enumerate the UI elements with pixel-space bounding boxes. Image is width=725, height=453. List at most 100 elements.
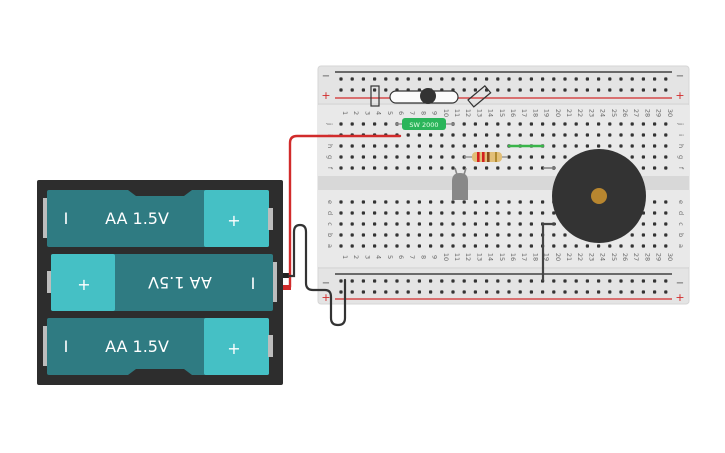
terminal-hole[interactable] [350, 200, 354, 204]
rail-hole[interactable] [361, 290, 365, 294]
terminal-hole[interactable] [384, 166, 388, 170]
rail-hole[interactable] [473, 77, 477, 81]
terminal-hole[interactable] [339, 233, 343, 237]
rail-hole[interactable] [485, 77, 489, 81]
rail-hole[interactable] [395, 77, 399, 81]
rail-hole[interactable] [641, 77, 645, 81]
terminal-hole[interactable] [395, 155, 399, 159]
rail-hole[interactable] [574, 279, 578, 283]
terminal-hole[interactable] [653, 244, 657, 248]
terminal-hole[interactable] [462, 133, 466, 137]
terminal-hole[interactable] [361, 144, 365, 148]
rail-hole[interactable] [541, 290, 545, 294]
rail-hole[interactable] [541, 77, 545, 81]
terminal-hole[interactable] [496, 211, 500, 215]
terminal-hole[interactable] [406, 144, 410, 148]
terminal-hole[interactable] [373, 222, 377, 226]
terminal-hole[interactable] [664, 122, 668, 126]
terminal-hole[interactable] [406, 233, 410, 237]
rail-hole[interactable] [563, 290, 567, 294]
terminal-hole[interactable] [507, 211, 511, 215]
terminal-hole[interactable] [417, 233, 421, 237]
terminal-hole[interactable] [653, 144, 657, 148]
terminal-hole[interactable] [574, 244, 578, 248]
terminal-hole[interactable] [630, 122, 634, 126]
terminal-hole[interactable] [350, 211, 354, 215]
terminal-hole[interactable] [373, 144, 377, 148]
terminal-hole[interactable] [552, 133, 556, 137]
rail-hole[interactable] [361, 88, 365, 92]
terminal-hole[interactable] [429, 222, 433, 226]
terminal-hole[interactable] [395, 200, 399, 204]
terminal-hole[interactable] [417, 133, 421, 137]
rail-hole[interactable] [496, 290, 500, 294]
green-resistor[interactable]: SW 2000 [395, 118, 455, 130]
terminal-hole[interactable] [440, 155, 444, 159]
rail-hole[interactable] [496, 279, 500, 283]
rail-hole[interactable] [585, 279, 589, 283]
rail-hole[interactable] [597, 88, 601, 92]
terminal-hole[interactable] [518, 233, 522, 237]
terminal-hole[interactable] [384, 122, 388, 126]
terminal-hole[interactable] [395, 244, 399, 248]
terminal-hole[interactable] [361, 166, 365, 170]
rail-hole[interactable] [630, 88, 634, 92]
terminal-hole[interactable] [462, 244, 466, 248]
terminal-hole[interactable] [485, 144, 489, 148]
rail-hole[interactable] [429, 279, 433, 283]
terminal-hole[interactable] [563, 155, 567, 159]
terminal-hole[interactable] [630, 155, 634, 159]
rail-hole[interactable] [529, 290, 533, 294]
terminal-hole[interactable] [440, 200, 444, 204]
rail-hole[interactable] [585, 88, 589, 92]
terminal-hole[interactable] [485, 211, 489, 215]
rail-hole[interactable] [608, 279, 612, 283]
terminal-hole[interactable] [384, 200, 388, 204]
terminal-hole[interactable] [373, 155, 377, 159]
terminal-hole[interactable] [350, 144, 354, 148]
terminal-hole[interactable] [406, 133, 410, 137]
black-wire[interactable] [288, 223, 347, 327]
terminal-hole[interactable] [417, 222, 421, 226]
terminal-hole[interactable] [373, 200, 377, 204]
rail-hole[interactable] [395, 279, 399, 283]
terminal-hole[interactable] [619, 133, 623, 137]
terminal-hole[interactable] [451, 155, 455, 159]
terminal-hole[interactable] [350, 155, 354, 159]
terminal-hole[interactable] [451, 144, 455, 148]
terminal-hole[interactable] [406, 155, 410, 159]
rail-hole[interactable] [496, 77, 500, 81]
rail-hole[interactable] [350, 290, 354, 294]
terminal-hole[interactable] [653, 222, 657, 226]
terminal-hole[interactable] [339, 122, 343, 126]
terminal-hole[interactable] [563, 244, 567, 248]
battery-pack[interactable]: I AA 1.5V + + AA 1.5V I I AA 1.5V + [37, 180, 291, 385]
terminal-hole[interactable] [429, 155, 433, 159]
terminal-hole[interactable] [630, 233, 634, 237]
terminal-hole[interactable] [641, 233, 645, 237]
rail-hole[interactable] [406, 77, 410, 81]
terminal-hole[interactable] [552, 144, 556, 148]
rail-hole[interactable] [451, 77, 455, 81]
terminal-hole[interactable] [585, 244, 589, 248]
terminal-hole[interactable] [608, 144, 612, 148]
terminal-hole[interactable] [574, 122, 578, 126]
terminal-hole[interactable] [529, 200, 533, 204]
rail-hole[interactable] [384, 290, 388, 294]
terminal-hole[interactable] [608, 122, 612, 126]
terminal-hole[interactable] [339, 166, 343, 170]
piezo-buzzer[interactable] [552, 149, 646, 243]
terminal-hole[interactable] [529, 133, 533, 137]
terminal-hole[interactable] [384, 211, 388, 215]
terminal-hole[interactable] [496, 144, 500, 148]
terminal-hole[interactable] [406, 211, 410, 215]
battery-cell-2[interactable]: + AA 1.5V I [47, 254, 277, 311]
terminal-hole[interactable] [350, 166, 354, 170]
led[interactable] [452, 167, 468, 200]
terminal-hole[interactable] [664, 144, 668, 148]
rail-hole[interactable] [541, 88, 545, 92]
terminal-hole[interactable] [395, 144, 399, 148]
terminal-hole[interactable] [518, 222, 522, 226]
terminal-hole[interactable] [440, 244, 444, 248]
rail-hole[interactable] [619, 88, 623, 92]
